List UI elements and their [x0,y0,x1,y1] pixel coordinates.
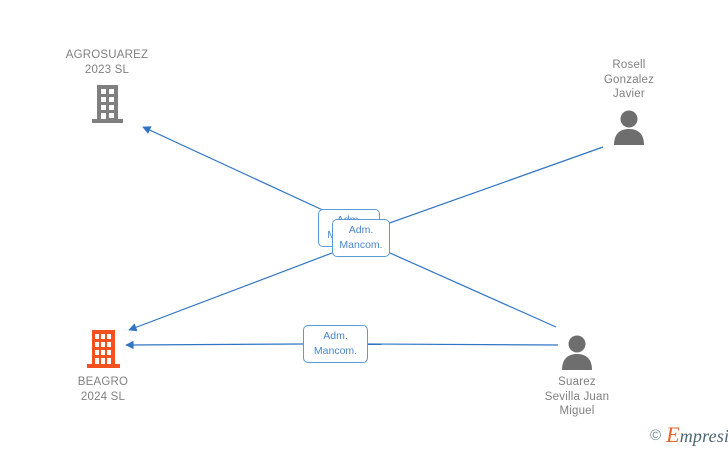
edge-center-to-beagro [128,252,333,332]
node-beagro-label: BEAGRO 2024 SL [77,376,129,403]
brand-rest: mpresia [679,426,728,446]
node-rosell-label: Rosell Gonzalez Javier [603,59,655,100]
edge-rosell-to-agrosuarez-right [380,146,604,227]
node-suarez-label: Suarez Sevilla Juan Miguel [544,376,610,417]
person-icon [517,334,637,370]
node-agrosuarez[interactable]: AGROSUAREZ 2023 SL [47,48,167,125]
watermark-empresia: © Empresia [650,424,728,446]
person-icon [569,102,689,145]
relation-box-center-front[interactable]: Adm. Mancom. [332,219,390,257]
relation-box-bottom[interactable]: Adm. Mancom. [303,325,368,363]
node-rosell-gonzalez-javier[interactable]: Rosell Gonzalez Javier [569,58,689,145]
node-beagro[interactable]: BEAGRO 2024 SL [43,328,163,404]
building-icon [47,77,167,125]
node-suarez-sevilla-juan-miguel[interactable]: Suarez Sevilla Juan Miguel [517,334,637,419]
edge-rosell-to-agrosuarez-left [142,126,328,213]
brand-initial: E [666,422,680,447]
node-agrosuarez-label: AGROSUAREZ 2023 SL [65,49,149,76]
edge-suarez-to-center [389,252,557,328]
brand-name: Empresia [666,424,728,446]
copyright-icon: © [650,427,662,444]
building-icon [43,328,163,370]
